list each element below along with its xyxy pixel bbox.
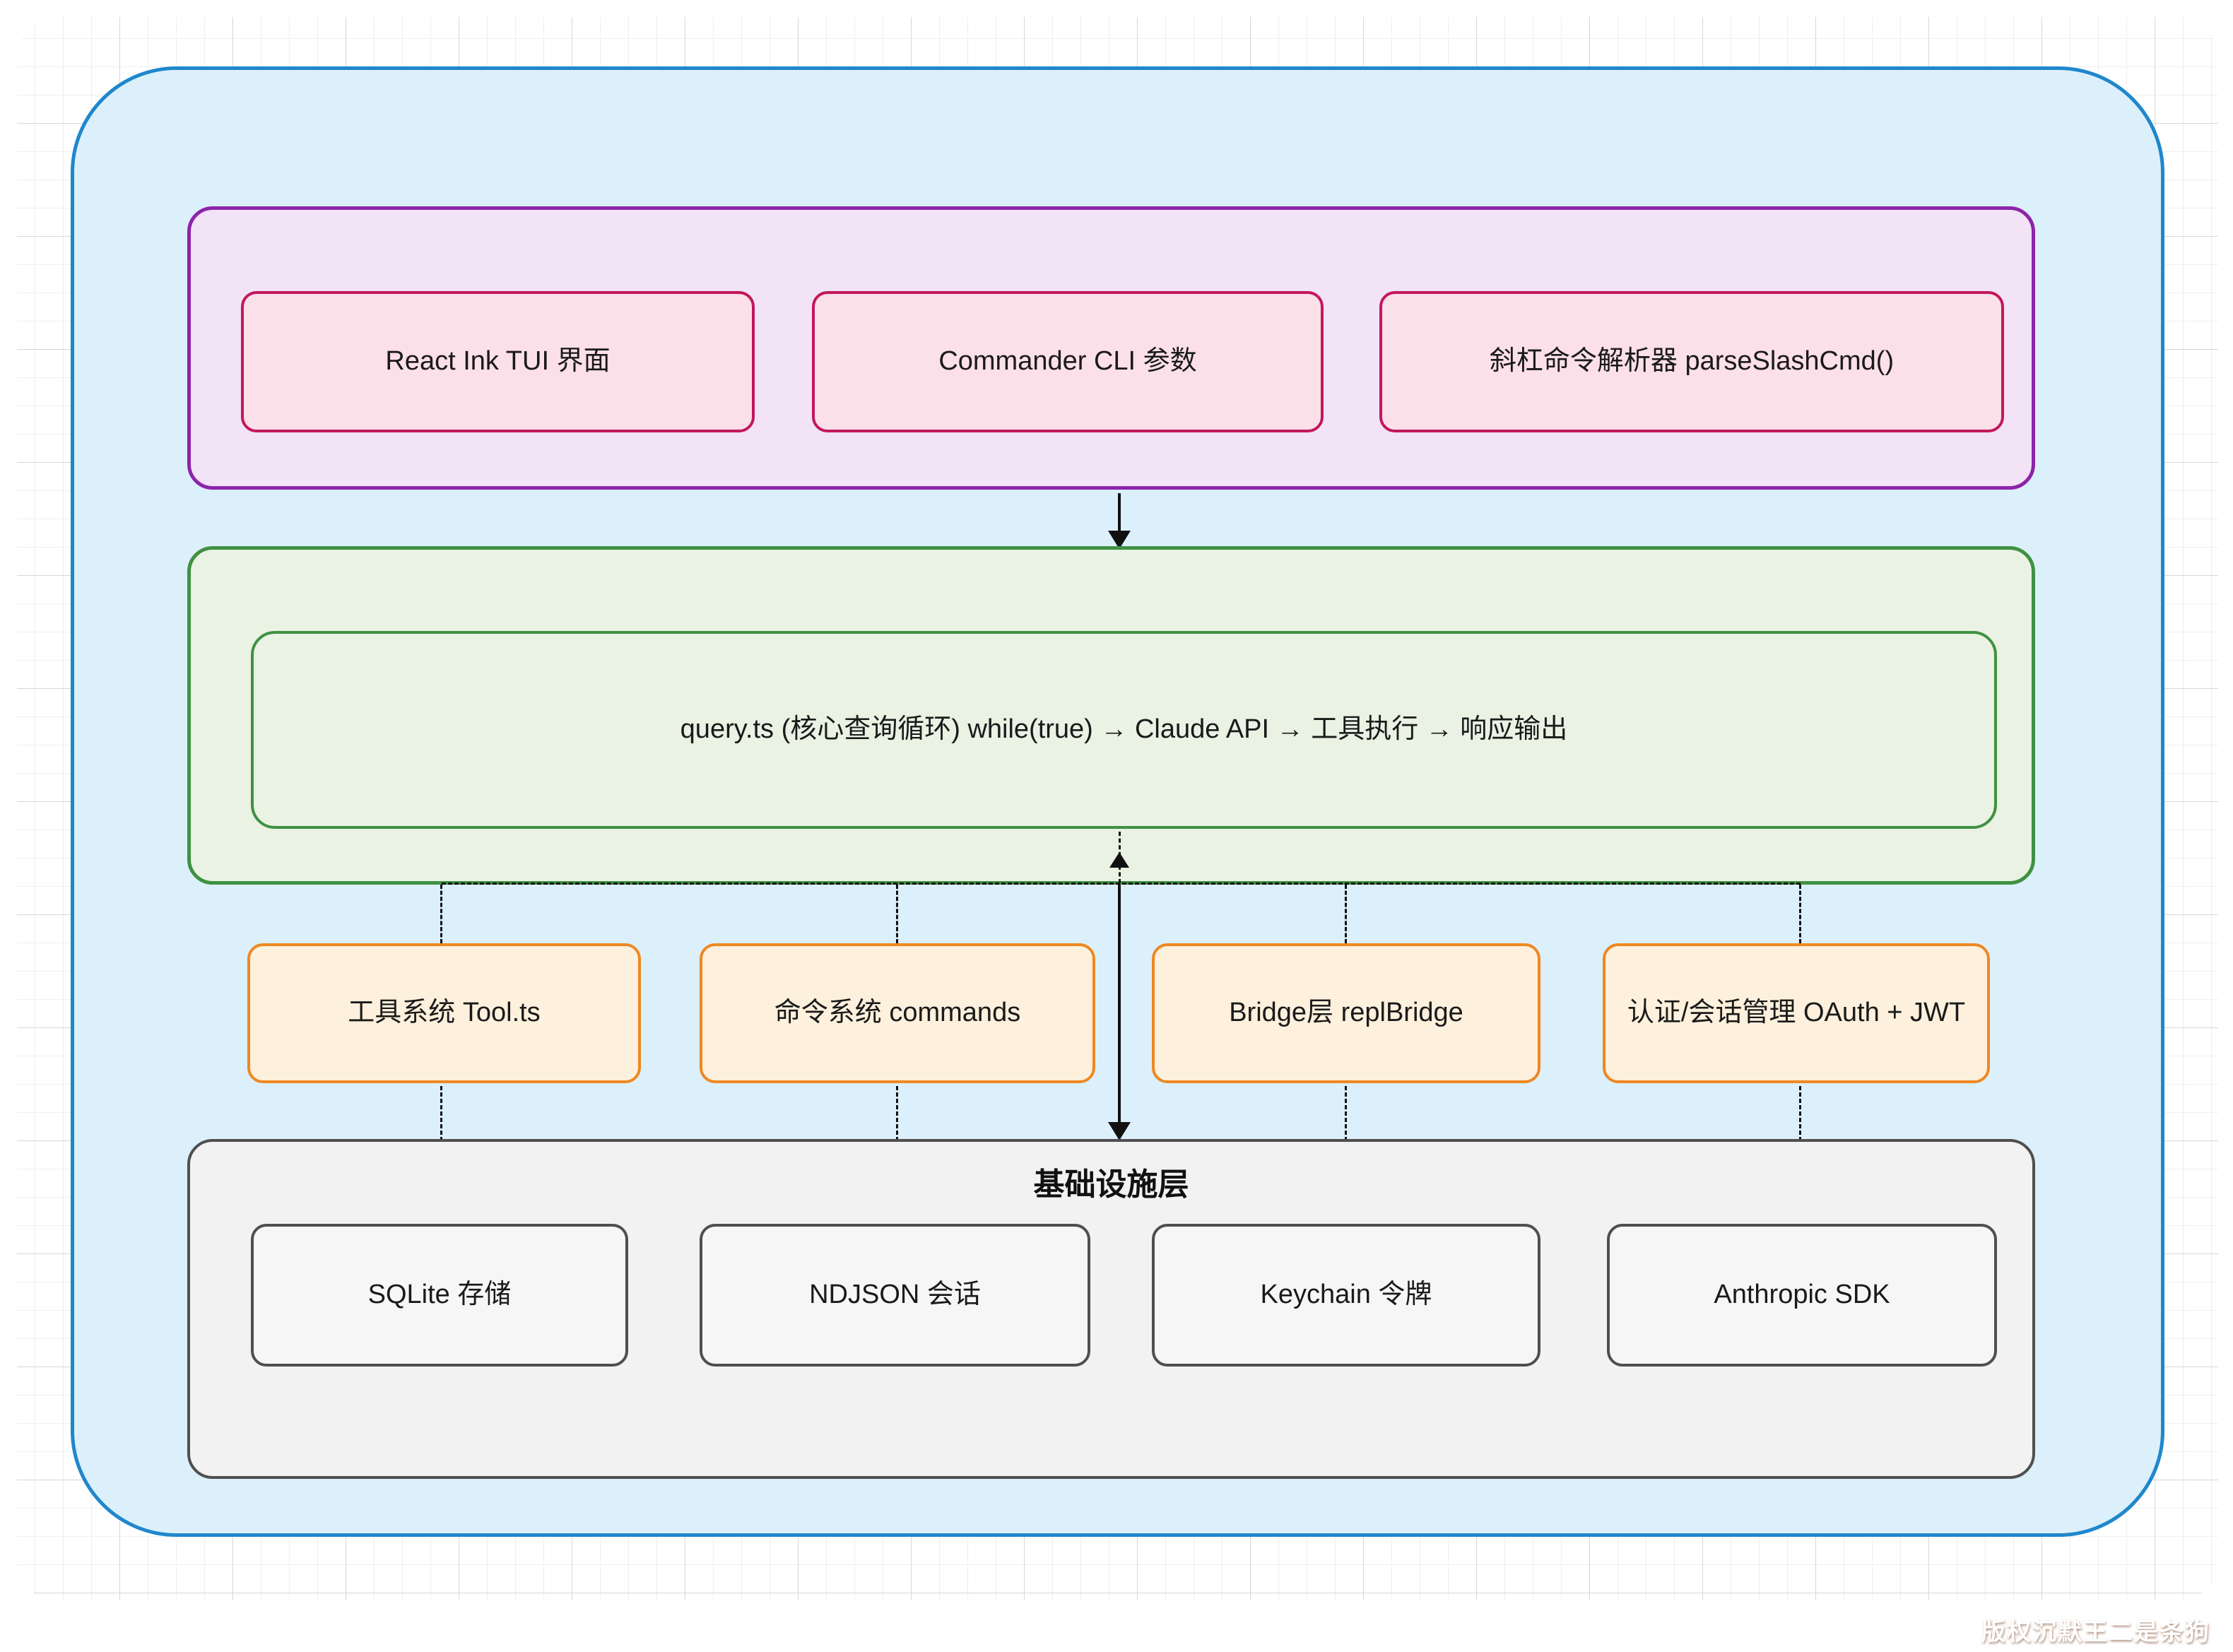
node-tool-system: 工具系统 Tool.ts xyxy=(247,943,641,1083)
arrow-core-to-infra-line xyxy=(1118,885,1121,1125)
arrow-core-to-infra-head xyxy=(1108,1122,1131,1140)
infrastructure-title: 基础设施层 xyxy=(1033,1167,1189,1202)
node-bridge-layer: Bridge层 replBridge xyxy=(1152,943,1540,1083)
dashed-drop-commands xyxy=(896,885,898,943)
node-react-ink-tui: React Ink TUI 界面 xyxy=(241,291,755,432)
node-anthropic-sdk: Anthropic SDK xyxy=(1607,1224,1997,1367)
dashed-drop-auth xyxy=(1799,885,1801,943)
node-auth-session: 认证/会话管理 OAuth + JWT xyxy=(1603,943,1990,1083)
watermark-text: 版权沉默王二是条狗 xyxy=(1981,1619,2210,1646)
node-sqlite-storage: SQLite 存储 xyxy=(251,1224,628,1367)
node-keychain-token: Keychain 令牌 xyxy=(1152,1224,1540,1367)
node-query-loop: query.ts (核心查询循环) while(true) → Claude A… xyxy=(251,631,1997,829)
node-commander-cli: Commander CLI 参数 xyxy=(812,291,1324,432)
dashed-drop-bridge xyxy=(1345,885,1347,943)
node-command-system: 命令系统 commands xyxy=(700,943,1095,1083)
node-ndjson-session: NDJSON 会话 xyxy=(700,1224,1090,1367)
arrow-ui-to-core-head xyxy=(1108,531,1131,549)
arrow-ui-to-core-line xyxy=(1118,493,1121,537)
node-slash-command-parser: 斜杠命令解析器 parseSlashCmd() xyxy=(1379,291,2004,432)
dashed-connector-up-arrowhead xyxy=(1109,852,1129,868)
dashed-connector-horizontal xyxy=(442,883,1801,885)
dashed-drop-tools xyxy=(440,885,442,943)
